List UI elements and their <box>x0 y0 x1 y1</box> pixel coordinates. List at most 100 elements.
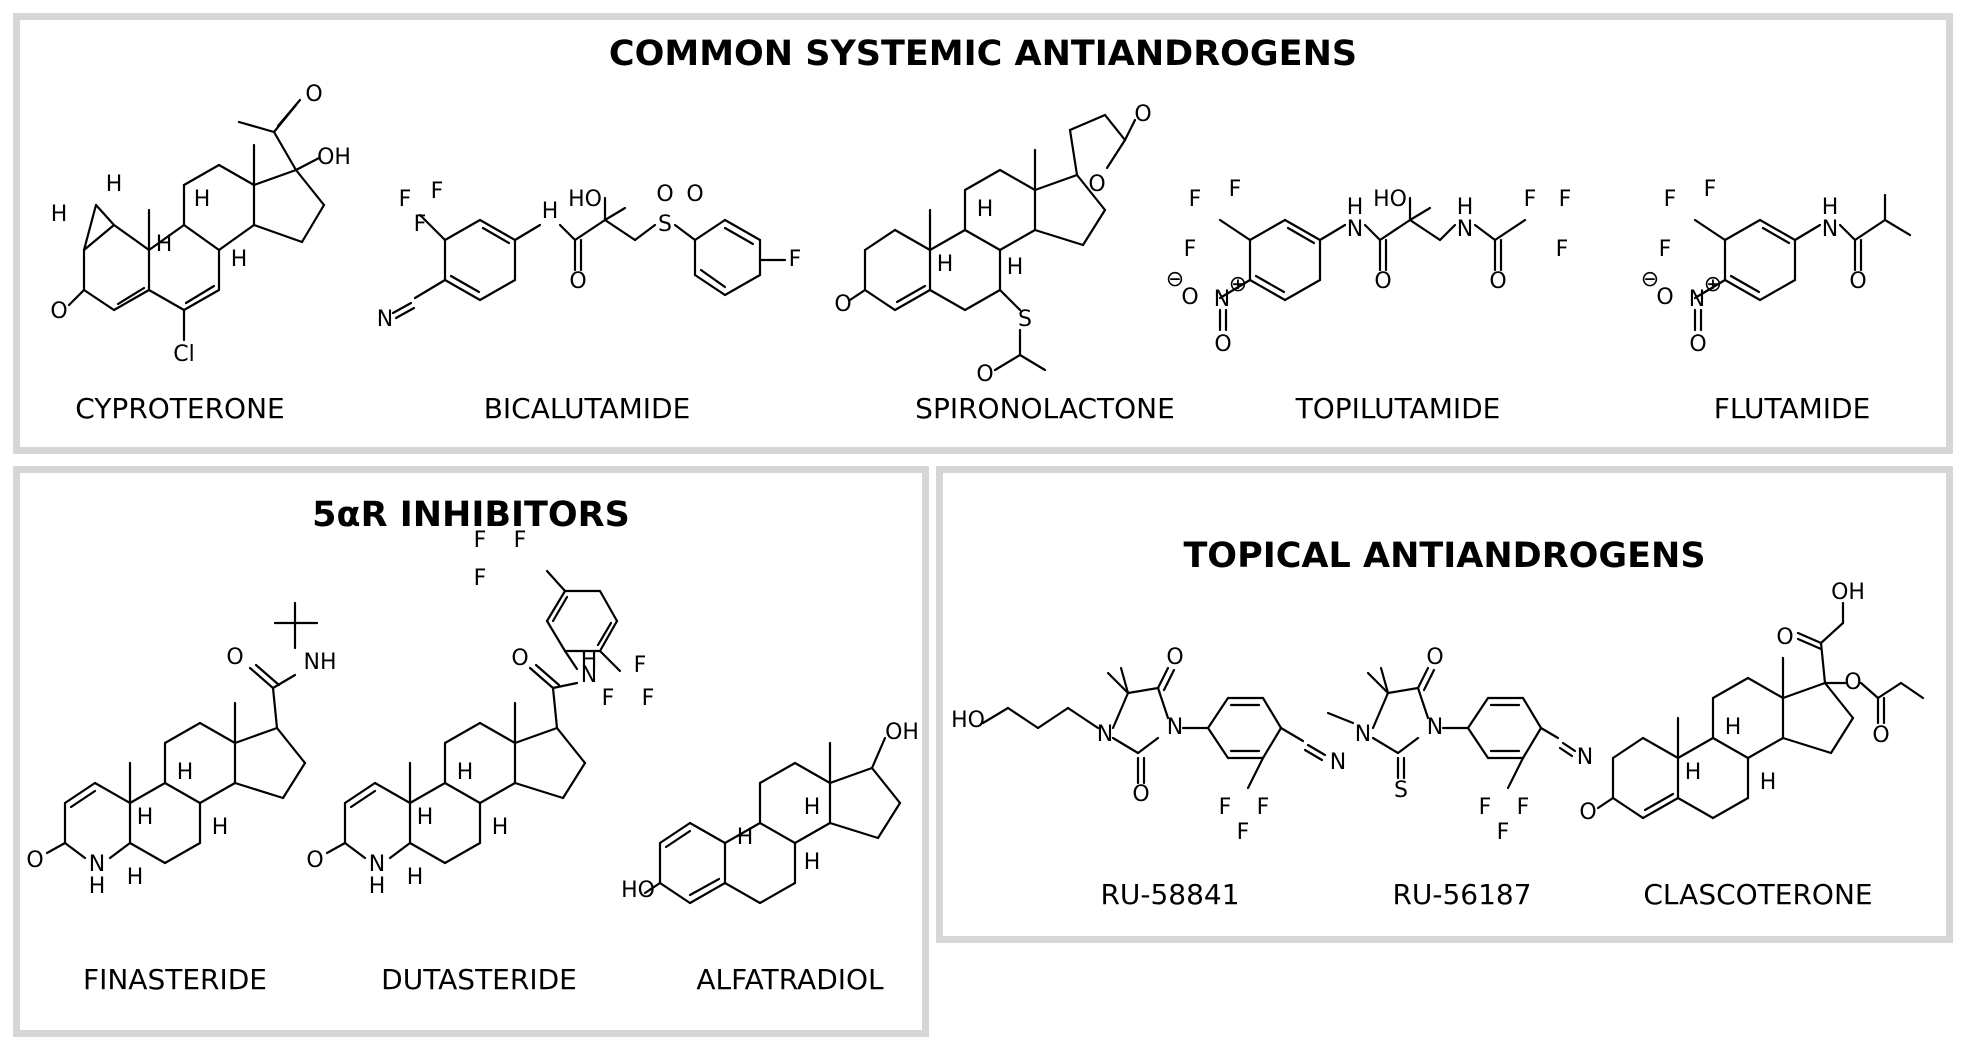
bonds <box>1693 193 1912 332</box>
atom-label: O <box>1181 285 1198 310</box>
atom-label: O <box>511 646 528 671</box>
atom-label: N <box>1577 745 1593 770</box>
atom-label: F <box>514 528 527 553</box>
bonds <box>45 601 319 865</box>
atom-label: S <box>658 212 672 237</box>
atom-label: N <box>1355 722 1371 747</box>
atom-label: ⊕ <box>1229 272 1247 297</box>
atom-label: N <box>369 852 385 877</box>
bonds <box>981 666 1327 790</box>
atom-label: O <box>1166 645 1183 670</box>
atom-label: O <box>50 299 67 324</box>
molecule-name-cyproterone: CYPROTERONE <box>75 392 285 425</box>
atom-label: N <box>1097 722 1113 747</box>
atom-label: ⊖ <box>1641 267 1659 292</box>
atom-label: H <box>407 865 424 890</box>
atom-label: N <box>1822 217 1838 242</box>
bonds <box>643 736 902 905</box>
atom-label: N <box>1457 217 1473 242</box>
atom-label: H <box>1685 760 1702 785</box>
bonds <box>1326 666 1577 790</box>
molecule-name-ru-56187: RU-56187 <box>1392 878 1532 911</box>
atom-label: H <box>1822 195 1839 220</box>
atom-label: N <box>581 663 597 688</box>
atom-label: OH <box>317 145 351 170</box>
atom-label: HO <box>1373 187 1407 212</box>
molecule-name-flutamide: FLUTAMIDE <box>1713 392 1871 425</box>
atom-label: F <box>399 187 412 212</box>
atom-label: F <box>1479 795 1492 820</box>
atom-label: O <box>1776 625 1793 650</box>
atom-label: O <box>569 269 586 294</box>
atom-label: O <box>1872 723 1889 748</box>
atom-label: H <box>977 197 994 222</box>
atom-label: F <box>1229 177 1242 202</box>
atom-label: N <box>1689 287 1705 312</box>
atom-label: N <box>1330 750 1346 775</box>
atom-label: OH <box>1831 580 1865 605</box>
structure-alfatradiol: OH OH H H H HO <box>621 720 919 905</box>
atom-label: H <box>156 232 173 257</box>
molecule-name-topilutamide: TOPILUTAMIDE <box>1295 392 1501 425</box>
atom-label: H <box>212 815 229 840</box>
atom-label: ⊕ <box>1704 272 1722 297</box>
molecule-name-dutasteride: DUTASTERIDE <box>381 963 577 996</box>
atom-label: O <box>1579 800 1596 825</box>
atom-label: S <box>1394 778 1408 803</box>
atom-label: ⊖ <box>1166 267 1184 292</box>
structure-dutasteride: F F F F F F O N H H H H O N H H <box>306 528 654 899</box>
atom-label: NH <box>304 650 337 675</box>
atom-label: H <box>194 187 211 212</box>
atom-label: H <box>542 199 559 224</box>
atom-label: OH <box>885 720 919 745</box>
molecule-name-spironolactone: SPIRONOLACTONE <box>915 392 1175 425</box>
atom-label: F <box>1517 795 1530 820</box>
structure-ru-58841: HO N N O O N F F F <box>951 645 1346 845</box>
bonds <box>1596 601 1925 820</box>
bonds <box>325 569 622 865</box>
atom-label: O <box>26 848 43 873</box>
bonds <box>848 113 1137 372</box>
atom-label: O <box>834 292 851 317</box>
structure-cyproterone: H H H H H OH O O Cl <box>50 82 351 367</box>
atom-label: N <box>1347 217 1363 242</box>
atom-label: O <box>1844 670 1861 695</box>
structure-flutamide: F F F H N O ⊖ O N ⊕ O <box>1641 177 1912 357</box>
structure-ru-56187: N N O S N F F F <box>1326 645 1593 845</box>
atom-label: O <box>1656 285 1673 310</box>
atom-label: H <box>804 850 821 875</box>
atom-label: H <box>1457 195 1474 220</box>
panel-5ar-inhibitors: 5αR INHIBITORS NH O H H <box>13 466 929 1037</box>
atom-label: O <box>1426 645 1443 670</box>
atom-label: F <box>1219 795 1232 820</box>
atom-label: N <box>89 852 105 877</box>
structure-spironolactone: O O H H H O S O <box>834 102 1151 387</box>
atom-label: O <box>306 848 323 873</box>
atom-label: H <box>804 795 821 820</box>
atom-label: H <box>581 648 598 673</box>
atom-label: F <box>1189 187 1202 212</box>
atom-label: H <box>937 252 954 277</box>
atom-label: H <box>1347 195 1364 220</box>
atom-label: S <box>1018 307 1032 332</box>
atom-label: F <box>1184 237 1197 262</box>
atom-label: F <box>789 247 802 272</box>
atom-label: H <box>417 805 434 830</box>
molecule-name-bicalutamide: BICALUTAMIDE <box>483 392 691 425</box>
structure-bicalutamide: F F F N H HO S O O O F <box>377 179 802 332</box>
atom-label: O <box>1088 172 1105 197</box>
atom-label: HO <box>951 708 985 733</box>
atom-label: F <box>1237 820 1250 845</box>
atom-label: N <box>1167 715 1183 740</box>
atom-label: F <box>602 686 615 711</box>
atom-label: Cl <box>173 342 194 367</box>
atom-label: O <box>1849 269 1866 294</box>
atom-label: H <box>1725 715 1742 740</box>
bonds <box>391 196 787 320</box>
atom-label: F <box>1704 177 1717 202</box>
panel-common-systemic-antiandrogens: COMMON SYSTEMIC ANTIANDROGENS H <box>13 13 1953 454</box>
atom-label: O <box>305 82 322 107</box>
atom-label: H <box>89 874 106 899</box>
atom-label: N <box>1214 287 1230 312</box>
molecule-name-finasteride: FINASTERIDE <box>83 963 267 996</box>
